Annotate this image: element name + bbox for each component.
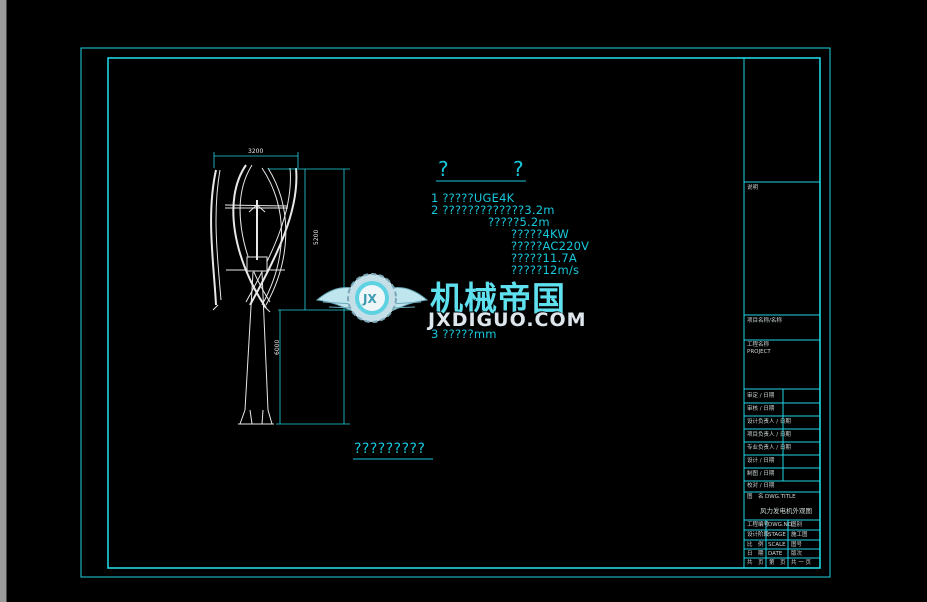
title-block-row-label: 项目负责人 / 日期 xyxy=(747,432,791,438)
watermark-title-cn: 机械帝国 xyxy=(430,279,566,318)
title-block-project-name-label: 项目名称/名称 xyxy=(747,318,782,324)
spec-title-right: ? xyxy=(513,157,524,181)
info-label: 比 例 xyxy=(747,542,764,548)
dim-top-label: 3200 xyxy=(248,148,263,155)
turbine-mast-left xyxy=(244,271,254,411)
info-value: 版次 xyxy=(791,551,803,557)
info-label-en: DATE xyxy=(768,551,783,557)
viewport-left-scrollbar[interactable] xyxy=(0,0,6,602)
drawing-title-label: 图 名 xyxy=(747,494,764,500)
title-block-project-en-label: PROJECT xyxy=(747,349,771,355)
title-block-row-label: 设计 / 日期 xyxy=(747,458,775,464)
spec-line-6: ?????11.7A xyxy=(511,251,577,265)
title-block-row-label: 校对 / 日期 xyxy=(747,483,775,489)
info-value: 图号 xyxy=(791,542,803,548)
turbine-blade-center xyxy=(232,164,267,309)
title-block-note-label: 说明 xyxy=(747,185,759,191)
info-value: 施工图 xyxy=(791,532,808,538)
spec-line-8: 3 ?????mm xyxy=(431,327,497,341)
info-label-en: DWG.NO. xyxy=(768,522,794,528)
title-block-row-label: 专业负责人 / 日期 xyxy=(747,445,791,451)
spec-title-left: ? xyxy=(438,157,449,181)
title-block-row-label: 审定 / 日期 xyxy=(747,393,775,399)
title-block-row-label: 设计负责人 / 日期 xyxy=(747,419,791,425)
spec-line-3: ?????5.2m xyxy=(488,215,550,229)
watermark-title-en: JXDIGUO.COM xyxy=(428,309,587,331)
spec-line-4: ?????4KW xyxy=(511,227,569,241)
watermark-emblem-icon: JX xyxy=(315,273,429,323)
drawing-title-en-label: DWG.TITLE xyxy=(765,494,796,500)
title-block-row-label: 审核 / 日期 xyxy=(747,406,775,412)
info-label: 设计阶段 xyxy=(747,532,770,538)
drawing-caption: ????????? xyxy=(354,441,426,457)
info-label-en: SCALE xyxy=(768,542,786,548)
spec-line-7: ?????12m/s xyxy=(511,263,580,277)
turbine-mast-right xyxy=(261,271,269,411)
viewport-left-edge xyxy=(6,0,7,602)
svg-text:JX: JX xyxy=(362,292,377,306)
dim-right-lower-label: 6000 xyxy=(274,340,281,355)
sheet-inner-frame xyxy=(107,57,821,569)
title-block-lines xyxy=(743,58,820,568)
dim-right-upper-label: 5200 xyxy=(313,230,320,245)
info-label: 工程编号 xyxy=(747,522,770,528)
spec-line-2: 2 ?????????????3.2m xyxy=(431,203,555,217)
turbine-blade-right xyxy=(249,167,298,306)
title-block-footer: 共 页 第 页 共 一 页 xyxy=(747,560,811,566)
title-block-row-label: 制图 / 日期 xyxy=(747,471,775,477)
spec-line-1: 1 ?????UGE4K xyxy=(431,191,515,205)
info-label: 日 期 xyxy=(747,551,764,557)
sheet-outer-border xyxy=(80,47,831,578)
title-block-project-label: 工程名称 xyxy=(747,342,770,348)
turbine-blade-left xyxy=(210,169,217,306)
drawing-title-value: 风力发电机外观图 xyxy=(760,507,812,515)
spec-line-5: ?????AC220V xyxy=(511,239,590,253)
wind-turbine-drawing xyxy=(210,164,298,425)
info-value: 图别 xyxy=(791,522,803,528)
info-label-en: STAGE xyxy=(768,532,786,538)
